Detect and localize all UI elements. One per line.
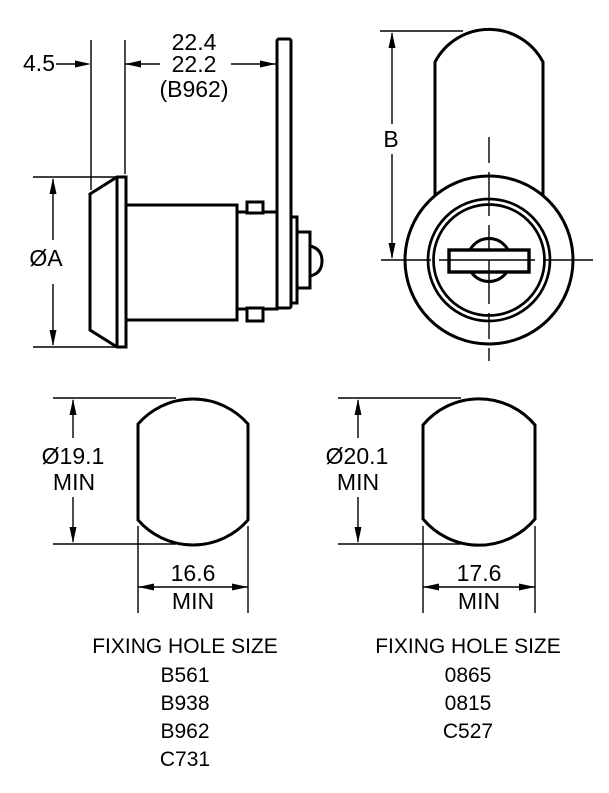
dim-hole-diameter: Ø19.1 bbox=[42, 443, 105, 469]
clip-tab-top bbox=[245, 200, 265, 215]
side-view-dimensions: 4.5 22.4 22.2 (B962) ØA bbox=[23, 29, 276, 348]
fixing-hole-left-caption: FIXING HOLE SIZE B561 B938 B962 C731 bbox=[92, 635, 278, 771]
dim-cam-height: B bbox=[383, 126, 398, 152]
front-view-dimensions: B bbox=[380, 30, 463, 259]
arrowhead-icon bbox=[232, 583, 248, 591]
arrowhead-icon bbox=[49, 178, 57, 194]
cam-front bbox=[433, 27, 545, 196]
arrowhead-icon bbox=[354, 527, 362, 543]
lock-body bbox=[124, 203, 239, 322]
dim-hole-width: 16.6 bbox=[171, 560, 216, 586]
model-number: B938 bbox=[160, 692, 209, 715]
arrowhead-icon bbox=[519, 583, 535, 591]
arrowhead-icon bbox=[49, 330, 57, 346]
dim-hole-width: 17.6 bbox=[457, 560, 502, 586]
model-number: B561 bbox=[160, 664, 209, 687]
model-number: 0815 bbox=[445, 692, 492, 715]
model-number: 0865 bbox=[445, 664, 492, 687]
model-number: B962 bbox=[160, 720, 209, 743]
arrowhead-icon bbox=[69, 399, 77, 415]
dim-grip-note: (B962) bbox=[159, 76, 228, 102]
dim-hole-diameter-qual: MIN bbox=[53, 469, 95, 495]
arrowhead-icon bbox=[75, 60, 91, 68]
arrowhead-icon bbox=[138, 583, 154, 591]
side-view: 4.5 22.4 22.2 (B962) ØA bbox=[23, 29, 324, 349]
model-number: C527 bbox=[443, 720, 493, 743]
fixing-hole-left-dimensions: Ø19.1 MIN 16.6 MIN bbox=[42, 397, 249, 614]
dim-hole-width-qual: MIN bbox=[172, 588, 214, 614]
arrowhead-icon bbox=[388, 243, 396, 259]
fixing-hole-right-dimensions: Ø20.1 MIN 17.6 MIN bbox=[326, 397, 536, 614]
caption-title: FIXING HOLE SIZE bbox=[92, 635, 278, 658]
body-step bbox=[235, 210, 279, 311]
caption-title: FIXING HOLE SIZE bbox=[375, 635, 561, 658]
arrowhead-icon bbox=[69, 527, 77, 543]
arrowhead-icon bbox=[423, 583, 439, 591]
arrowhead-icon bbox=[260, 60, 276, 68]
dim-head-diameter: ØA bbox=[29, 245, 63, 271]
dim-flange-thickness: 4.5 bbox=[23, 50, 55, 76]
flange-head bbox=[88, 175, 128, 349]
dim-grip-max: 22.4 bbox=[172, 29, 217, 55]
arrowhead-icon bbox=[388, 32, 396, 48]
dim-grip-min: 22.2 bbox=[172, 51, 217, 77]
dim-hole-diameter: Ø20.1 bbox=[326, 443, 389, 469]
nut-dome bbox=[308, 244, 324, 278]
dim-hole-width-qual: MIN bbox=[458, 588, 500, 614]
fixing-hole-right-caption: FIXING HOLE SIZE 0865 0815 C527 bbox=[375, 635, 561, 743]
clip-tab-bottom bbox=[245, 306, 265, 323]
arrowhead-icon bbox=[354, 399, 362, 415]
fixing-hole-right-view: Ø20.1 MIN 17.6 MIN bbox=[326, 397, 537, 614]
front-view: B bbox=[380, 27, 593, 361]
fixing-hole-right-shape bbox=[421, 397, 537, 547]
fixing-hole-left-shape bbox=[136, 397, 250, 547]
fixing-hole-left-view: Ø19.1 MIN 16.6 MIN bbox=[42, 397, 250, 614]
dim-hole-diameter-qual: MIN bbox=[337, 469, 379, 495]
cam-plate bbox=[275, 37, 293, 310]
model-number: C731 bbox=[160, 748, 210, 771]
arrowhead-icon bbox=[125, 60, 141, 68]
fixing-nut bbox=[295, 230, 312, 290]
